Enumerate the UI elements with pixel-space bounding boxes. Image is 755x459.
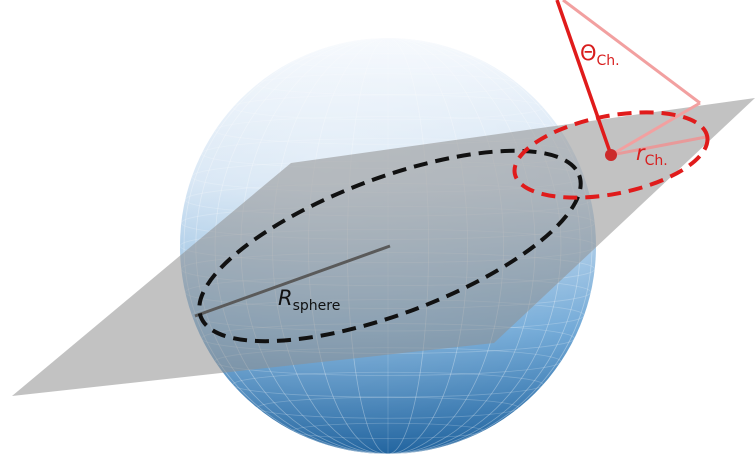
cherenkov-ring-ellipse xyxy=(512,110,710,200)
sphere-latitude-line xyxy=(232,371,544,398)
sphere-latitude-line xyxy=(232,94,544,121)
cherenkov-angle-symbol: Θ xyxy=(580,41,597,65)
cherenkov-radius-subscript: Ch. xyxy=(645,153,668,169)
sphere-radius-line xyxy=(194,244,391,318)
sphere-latitude-line xyxy=(292,422,484,439)
sphere-radius-subscript: sphere xyxy=(293,298,341,314)
cherenkov-emission-point xyxy=(605,149,617,161)
cherenkov-cone xyxy=(562,0,701,157)
cherenkov-axis-line xyxy=(555,0,613,156)
cherenkov-radius-symbol: r xyxy=(636,141,646,165)
sphere-latitude-line xyxy=(256,396,520,419)
cherenkov-angle-subscript: Ch. xyxy=(597,53,620,69)
cherenkov-angle-label: ΘCh. xyxy=(580,41,620,69)
sphere-radius-symbol: R xyxy=(278,286,293,310)
cherenkov-radius-line xyxy=(610,135,707,157)
sphere-radius-label: Rsphere xyxy=(278,286,340,314)
sphere-latitude-line xyxy=(292,53,484,70)
sphere-latitude-line xyxy=(256,73,520,96)
cherenkov-radius-label: rCh. xyxy=(636,141,668,169)
